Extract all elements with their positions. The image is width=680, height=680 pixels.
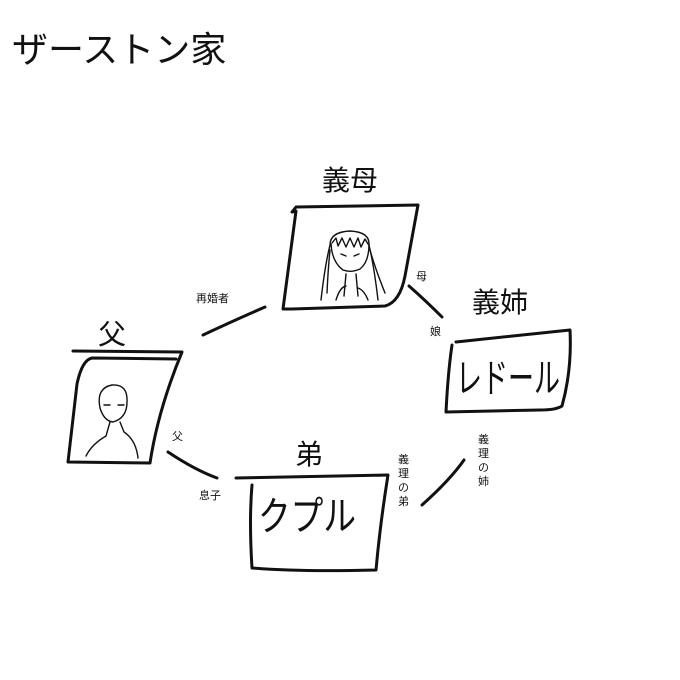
svg-text:義: 義 xyxy=(398,452,409,466)
mother-portrait-icon xyxy=(320,230,386,301)
brother-frame xyxy=(234,473,390,573)
relation-label-older-stepsister: 義 理 の 姉 xyxy=(478,432,489,488)
svg-text:弟: 弟 xyxy=(398,495,409,508)
svg-text:の: の xyxy=(478,461,489,474)
father-mother-connector xyxy=(201,305,267,337)
svg-text:姉: 姉 xyxy=(478,474,489,488)
svg-text:理: 理 xyxy=(398,467,409,480)
mother-sister-connector xyxy=(407,284,444,319)
father-portrait-icon xyxy=(85,384,139,459)
relation-label-daughter: 娘 xyxy=(430,324,441,338)
relation-label-remarried: 再婚者 xyxy=(196,291,229,305)
relation-label-younger-stepbrother: 義 理 の 弟 xyxy=(398,452,409,508)
diagram-title: ザーストン家 xyxy=(12,30,226,71)
brother-name: クプル xyxy=(258,494,356,540)
brother-role-label: 弟 xyxy=(295,438,323,471)
svg-text:義: 義 xyxy=(478,432,489,446)
relation-label-father: 父 xyxy=(172,430,183,443)
brother-father-connector xyxy=(166,450,219,480)
sister-frame xyxy=(444,328,572,414)
sister-role-label: 義姉 xyxy=(472,286,528,319)
mother-frame xyxy=(281,203,420,311)
sister-brother-connector xyxy=(420,458,466,507)
svg-text:理: 理 xyxy=(478,447,489,460)
mother-role-label: 義母 xyxy=(322,164,378,197)
relation-label-son: 息子 xyxy=(199,488,221,502)
svg-text:の: の xyxy=(398,481,409,494)
relation-label-mother: 母 xyxy=(416,270,427,283)
father-frame xyxy=(66,349,184,465)
father-role-label: 父 xyxy=(98,318,126,351)
sister-name: レドール xyxy=(456,356,560,402)
